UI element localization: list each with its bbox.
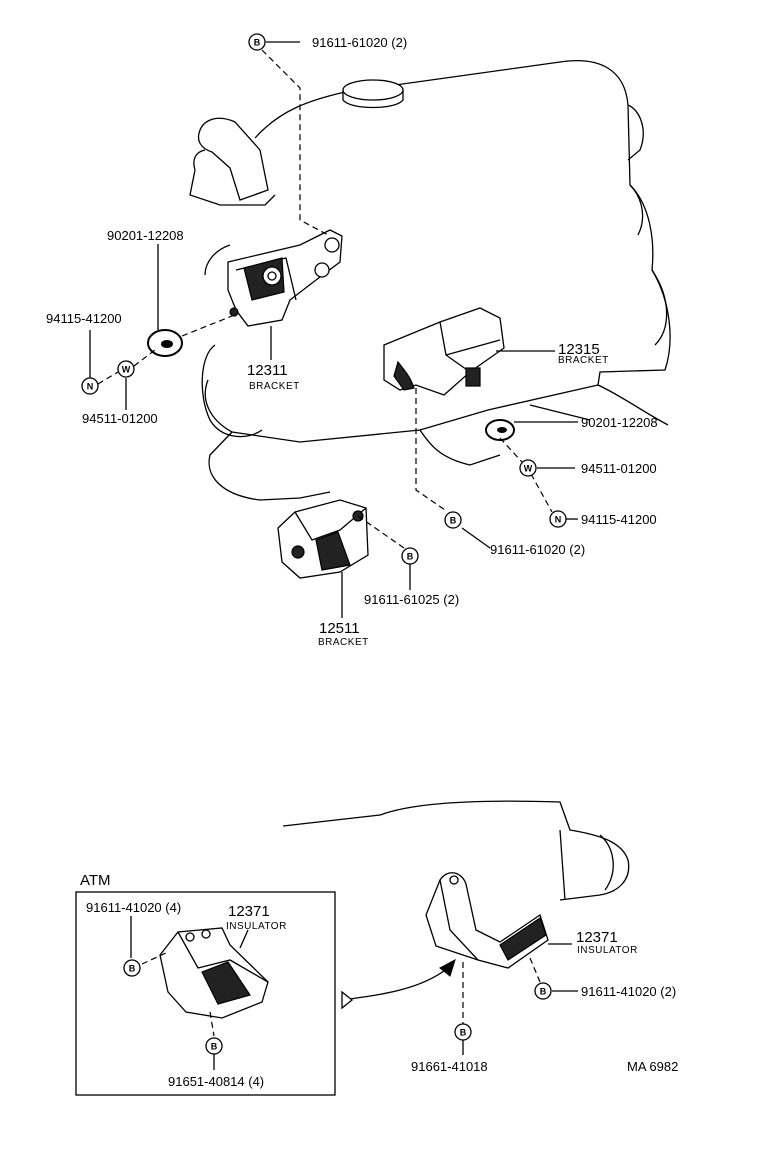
- svg-text:B: B: [211, 1042, 218, 1052]
- svg-text:B: B: [254, 38, 261, 48]
- nut-badge: N: [81, 377, 99, 395]
- part-number-label: 12315: [558, 341, 600, 358]
- insulator-12371: [425, 872, 549, 969]
- part-number-label: 94511-01200: [82, 411, 158, 426]
- part-number-label: 91611-41020 (4): [86, 900, 181, 915]
- svg-text:N: N: [555, 515, 562, 525]
- svg-text:B: B: [129, 964, 136, 974]
- part-number-label: 94511-01200: [581, 461, 657, 476]
- part-number-label: 91651-40814 (4): [168, 1074, 264, 1089]
- bolt-badge: B: [205, 1037, 223, 1055]
- bolt-badge: B: [444, 511, 462, 529]
- part-number-label: 91661-41018: [411, 1059, 488, 1074]
- bracket-12315: [383, 307, 505, 396]
- part-number-label: 94115-41200: [581, 512, 657, 527]
- svg-text:W: W: [524, 464, 533, 474]
- part-number-label: 94115-41200: [46, 311, 122, 326]
- plate-washer-right: [485, 419, 515, 441]
- svg-text:B: B: [407, 552, 414, 562]
- bolt-badge: B: [123, 959, 141, 977]
- figure-code: MA 6982: [627, 1059, 678, 1074]
- svg-text:N: N: [87, 382, 94, 392]
- atm-title: ATM: [80, 872, 111, 889]
- part-name-label: INSULATOR: [577, 945, 638, 956]
- engine-block-outline: [189, 60, 671, 501]
- svg-text:B: B: [460, 1028, 467, 1038]
- washer-badge: W: [117, 360, 135, 378]
- svg-text:B: B: [540, 987, 547, 997]
- bracket-12511: [277, 499, 369, 579]
- bolt-badge: B: [454, 1023, 472, 1041]
- transmission-outline: [282, 800, 630, 901]
- part-name-label: BRACKET: [318, 637, 369, 648]
- bracket-12311: [227, 229, 343, 327]
- bolt-badge: B: [248, 33, 266, 51]
- callout-arrow: [341, 958, 456, 1010]
- nut-badge: N: [549, 510, 567, 528]
- part-number-label: 12371: [576, 929, 618, 946]
- part-number-label: 12311: [247, 362, 288, 379]
- part-number-label: 90201-12208: [107, 228, 184, 243]
- atm-inset-box: [75, 891, 336, 1096]
- part-number-label: 91611-41020 (2): [581, 984, 676, 999]
- leader-lines: [89, 41, 591, 1070]
- plate-washer-left: [147, 329, 183, 357]
- part-number-label: 91611-61020 (2): [312, 35, 407, 50]
- part-number-label: 91611-61025 (2): [364, 592, 459, 607]
- part-number-label: 12371: [228, 903, 270, 920]
- bolt-badge: B: [534, 982, 552, 1000]
- washer-badge: W: [519, 459, 537, 477]
- part-name-label: INSULATOR: [226, 921, 287, 932]
- svg-text:B: B: [450, 516, 457, 526]
- part-name-label: BRACKET: [558, 355, 609, 366]
- svg-text:W: W: [122, 365, 131, 375]
- part-number-label: 12511: [319, 620, 360, 637]
- part-name-label: BRACKET: [249, 381, 300, 392]
- part-number-label: 90201-12208: [581, 415, 658, 430]
- part-number-label: 91611-61020 (2): [490, 542, 585, 557]
- bolt-badge: B: [401, 547, 419, 565]
